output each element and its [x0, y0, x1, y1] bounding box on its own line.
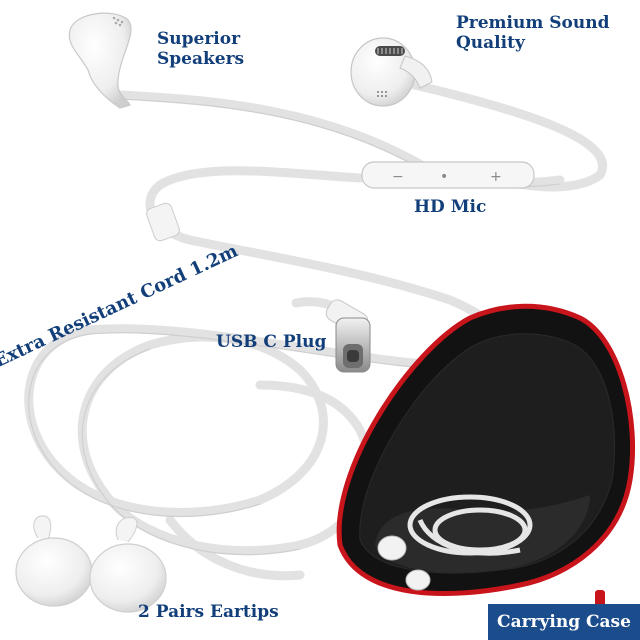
label-premium-line2: Quality [456, 32, 525, 53]
label-superior-line1: Superior [157, 29, 241, 49]
label-eartips: 2 Pairs Eartips [138, 602, 279, 622]
carrying-case-badge: Carrying Case [488, 604, 640, 640]
usb-c-plug-icon [291, 297, 371, 373]
label-premium-sound: Premium Sound Quality [456, 13, 610, 53]
cable-splitter [146, 202, 180, 242]
remote-plus-icon: + [490, 169, 502, 185]
label-usb-c-plug: USB C Plug [216, 332, 327, 352]
inline-remote-mic: − • + [361, 161, 535, 189]
eartips-icon [15, 515, 167, 613]
label-premium-line1: Premium Sound [456, 13, 610, 33]
label-superior-line2: Speakers [157, 48, 245, 69]
remote-minus-icon: − [392, 169, 404, 185]
label-superior-speakers: Superior Speakers [157, 29, 245, 69]
carrying-case-icon [336, 303, 635, 612]
remote-play-icon: • [440, 169, 448, 185]
earbud-left-icon [68, 12, 132, 109]
label-hd-mic: HD Mic [414, 197, 487, 217]
earbud-right-icon [350, 37, 433, 107]
